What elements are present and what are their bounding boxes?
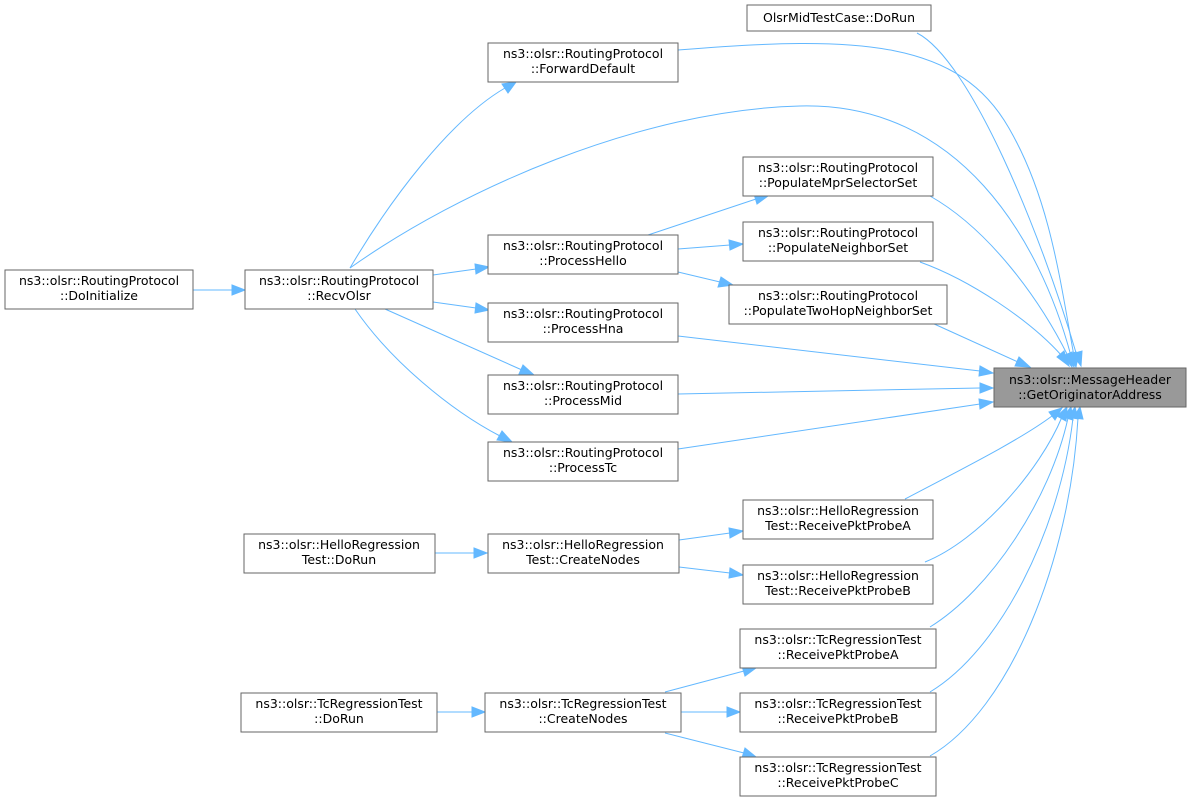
node-label-line2: ::ProcessHna: [543, 321, 624, 336]
node-tcreceivepktprobec[interactable]: ns3::olsr::TcRegressionTest ::ReceivePkt…: [739, 756, 937, 797]
node-label-line1: ns3::olsr::RoutingProtocol: [19, 273, 179, 288]
node-label-line1: ns3::olsr::HelloRegression: [757, 503, 919, 518]
node-forwarddefault[interactable]: ns3::olsr::RoutingProtocol ::ForwardDefa…: [487, 42, 679, 83]
edge-tcdorun-to-tccreatenodes: [437, 706, 487, 718]
node-label-line2: Test::ReceivePktProbeA: [764, 518, 911, 533]
node-label-line2: ::DoInitialize: [60, 288, 138, 303]
node-label-line2: ::RecvOlsr: [307, 288, 371, 303]
edge-recvolsr-to-forwarddefault: [349, 81, 518, 269]
node-label-line1: ns3::olsr::MessageHeader: [1009, 372, 1172, 387]
edge-processtc-to-getoriginatoraddress: [677, 398, 995, 450]
node-label-line1: ns3::olsr::RoutingProtocol: [503, 238, 663, 253]
edge-hellocreatenodes-to-helloreceivepktprobeb: [678, 566, 745, 579]
node-label-line2: ::PopulateTwoHopNeighborSet: [744, 303, 933, 318]
node-processmid[interactable]: ns3::olsr::RoutingProtocol ::ProcessMid: [487, 374, 679, 415]
node-populatemprselectorset[interactable]: ns3::olsr::RoutingProtocol ::PopulateMpr…: [742, 156, 934, 197]
node-label-line2: ::CreateNodes: [538, 711, 627, 726]
node-label-line1: ns3::olsr::HelloRegression: [757, 568, 919, 583]
node-label-line2: ::DoRun: [314, 711, 364, 726]
node-label-line1: ns3::olsr::RoutingProtocol: [503, 445, 663, 460]
node-helloreceivepktprobea[interactable]: ns3::olsr::HelloRegression Test::Receive…: [742, 499, 934, 540]
node-label-line1: ns3::olsr::TcRegressionTest: [754, 632, 921, 647]
node-hellocreatenodes[interactable]: ns3::olsr::HelloRegression Test::CreateN…: [487, 533, 680, 574]
edge-tcreceivepktprobeb-to-getoriginatoraddress: [929, 405, 1079, 693]
edge-hellocreatenodes-to-helloreceivepktprobea: [678, 527, 745, 541]
edge-tccreatenodes-to-tcreceivepktprobec: [664, 732, 758, 759]
edge-tcreceivepktprobec-to-getoriginatoraddress: [929, 405, 1084, 757]
node-processhello[interactable]: ns3::olsr::RoutingProtocol ::ProcessHell…: [487, 234, 679, 275]
node-label-line1: ns3::olsr::TcRegressionTest: [754, 760, 921, 775]
edge-recvolsr-to-processtc: [354, 308, 514, 443]
node-label-line2: ::PopulateMprSelectorSet: [759, 175, 918, 190]
node-label-line2: ::ReceivePktProbeB: [777, 711, 898, 726]
node-label-line2: ::PopulateNeighborSet: [768, 240, 908, 255]
node-populateneighborset[interactable]: ns3::olsr::RoutingProtocol ::PopulateNei…: [742, 221, 934, 262]
node-tcreceivepktprobeb[interactable]: ns3::olsr::TcRegressionTest ::ReceivePkt…: [739, 692, 937, 733]
node-tcdorun[interactable]: ns3::olsr::TcRegressionTest ::DoRun: [240, 692, 438, 733]
node-label-line1: ns3::olsr::TcRegressionTest: [255, 696, 422, 711]
node-label-line1: ns3::olsr::TcRegressionTest: [754, 696, 921, 711]
node-tcreceivepktprobea[interactable]: ns3::olsr::TcRegressionTest ::ReceivePkt…: [739, 628, 937, 669]
node-recvolsr[interactable]: ns3::olsr::RoutingProtocol ::RecvOlsr: [244, 269, 434, 310]
node-label-line1: ns3::olsr::RoutingProtocol: [758, 225, 918, 240]
node-label-line1: ns3::olsr::RoutingProtocol: [758, 160, 918, 175]
node-label-line1: ns3::olsr::HelloRegression: [258, 537, 420, 552]
node-populatetwohopneighborset[interactable]: ns3::olsr::RoutingProtocol ::PopulateTwo…: [728, 284, 948, 325]
edge-recvolsr-to-processhello: [432, 263, 491, 276]
node-getoriginatoraddress[interactable]: ns3::olsr::MessageHeader ::GetOriginator…: [993, 367, 1187, 408]
node-label-line1: ns3::olsr::HelloRegression: [502, 537, 664, 552]
edge-recvolsr-to-getoriginatoraddress: [349, 105, 1077, 369]
edge-recvolsr-to-processhna: [432, 301, 491, 314]
node-label-line1: ns3::olsr::RoutingProtocol: [503, 46, 663, 61]
node-label-line2: Test::DoRun: [301, 552, 376, 567]
node-label-line1: OlsrMidTestCase::DoRun: [763, 10, 915, 25]
node-label-line1: ns3::olsr::RoutingProtocol: [503, 306, 663, 321]
node-label-line1: ns3::olsr::RoutingProtocol: [259, 273, 419, 288]
node-processtc[interactable]: ns3::olsr::RoutingProtocol ::ProcessTc: [487, 441, 679, 482]
node-label-line2: Test::CreateNodes: [525, 552, 640, 567]
node-helloreceivepktprobeb[interactable]: ns3::olsr::HelloRegression Test::Receive…: [742, 564, 934, 605]
edge-hellodorun-to-hellocreatenodes: [435, 547, 489, 559]
node-label-line1: ns3::olsr::RoutingProtocol: [758, 288, 918, 303]
edge-recvolsr-to-processmid: [384, 308, 536, 376]
edge-tccreatenodes-to-tcreceivepktprobea: [664, 665, 758, 693]
edge-processhna-to-getoriginatoraddress: [677, 335, 995, 377]
node-tccreatenodes[interactable]: ns3::olsr::TcRegressionTest ::CreateNode…: [484, 692, 682, 733]
edge-populatemprselectorset-to-getoriginatoraddress: [929, 195, 1073, 369]
edge-populateneighborset-to-getoriginatoraddress: [919, 261, 1070, 368]
node-label-line2: ::GetOriginatorAddress: [1018, 387, 1162, 402]
edge-tcreceivepktprobea-to-getoriginatoraddress: [929, 405, 1074, 628]
edge-populatetwohopneighborset-to-getoriginatoraddress: [931, 322, 1032, 368]
edge-tccreatenodes-to-tcreceivepktprobeb: [681, 706, 742, 718]
node-label-line2: ::ProcessHello: [539, 253, 627, 268]
node-label-line2: Test::ReceivePktProbeB: [764, 583, 911, 598]
node-label-line2: ::ProcessMid: [544, 393, 622, 408]
node-hellodorun[interactable]: ns3::olsr::HelloRegression Test::DoRun: [243, 533, 436, 574]
nodes: ns3::olsr::MessageHeader ::GetOriginator…: [4, 4, 1187, 797]
edge-processhello-to-populatetwohopneighborset: [677, 271, 735, 288]
node-label-line2: ::ReceivePktProbeA: [777, 647, 898, 662]
node-label-line2: ::ForwardDefault: [531, 61, 635, 76]
edge-processmid-to-getoriginatoraddress: [677, 382, 995, 395]
edge-processhello-to-populateneighborset: [677, 239, 745, 251]
node-doinitialize[interactable]: ns3::olsr::RoutingProtocol ::DoInitializ…: [4, 269, 194, 310]
node-label-line2: ::ReceivePktProbeC: [777, 775, 898, 790]
node-label-line2: ::ProcessTc: [549, 460, 617, 475]
node-label-line1: ns3::olsr::RoutingProtocol: [503, 378, 663, 393]
edge-helloreceivepktprobea-to-getoriginatoraddress: [904, 407, 1064, 500]
node-label-line1: ns3::olsr::TcRegressionTest: [499, 696, 666, 711]
edges: [193, 32, 1084, 759]
node-olsrmidtestcase-dorun[interactable]: OlsrMidTestCase::DoRun: [746, 4, 932, 32]
edge-doinitialize-to-recvolsr: [193, 284, 247, 296]
node-processhna[interactable]: ns3::olsr::RoutingProtocol ::ProcessHna: [487, 302, 679, 343]
